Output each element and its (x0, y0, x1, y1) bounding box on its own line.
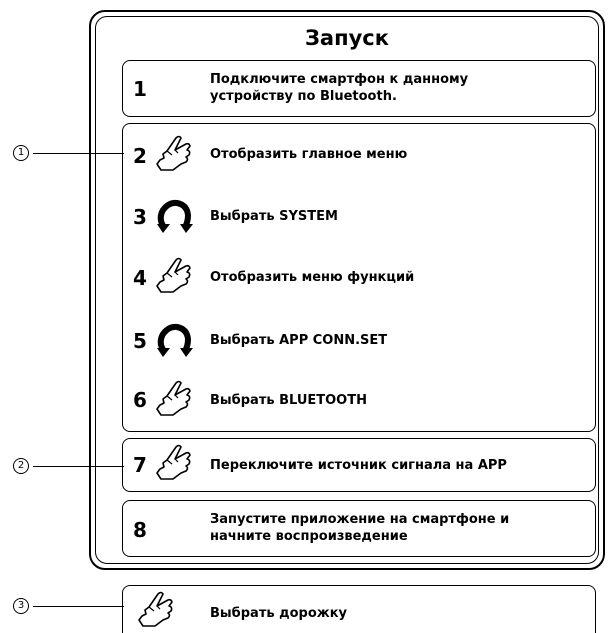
callout-line (33, 465, 124, 467)
step-text: Выбрать APP CONN.SET (210, 333, 388, 348)
step-text-line2: начните воспроизведение (210, 529, 408, 544)
step-number: 7 (133, 453, 147, 477)
steps-2-6-box: 2 Отобразить главное меню 3 Выбрать SYST… (122, 123, 596, 432)
step-1-box: 1 Подключите смартфон к данному устройст… (122, 60, 596, 117)
step-text: Отобразить меню функций (210, 270, 415, 285)
step-text-line1: Подключите смартфон к данному (210, 72, 469, 87)
touch-icon (155, 134, 195, 174)
step-text: Отобразить главное меню (210, 147, 408, 162)
track-text: Выбрать дорожку (210, 606, 348, 621)
step-text: Выбрать SYSTEM (210, 209, 338, 224)
step-number: 3 (133, 205, 147, 229)
touch-icon (155, 379, 195, 419)
rotate-icon (155, 197, 195, 237)
callout-number: 3 (13, 598, 29, 614)
step-text: Переключите источник сигнала на APP (210, 458, 507, 473)
inner-frame (95, 16, 599, 564)
step-number: 6 (133, 388, 147, 412)
step-8-box: 8 Запустите приложение на смартфоне и на… (122, 500, 596, 557)
track-box: Выбрать дорожку (122, 585, 596, 633)
step-text-line1: Запустите приложение на смартфоне и (210, 512, 510, 527)
step-number: 5 (133, 329, 147, 353)
callout-3: 3 (13, 598, 124, 614)
step-text-line2: устройству по Bluetooth. (210, 89, 397, 104)
callout-2: 2 (13, 458, 124, 474)
callout-line (33, 605, 124, 607)
step-number: 8 (133, 518, 147, 542)
rotate-icon (155, 321, 195, 361)
outer-frame (89, 10, 605, 570)
step-7-box: 7 Переключите источник сигнала на APP (122, 438, 596, 492)
callout-line (33, 152, 124, 154)
step-text: Выбрать BLUETOOTH (210, 393, 367, 408)
page-title: Запуск (305, 26, 389, 50)
callout-number: 2 (13, 458, 29, 474)
touch-icon (155, 256, 195, 296)
step-number: 4 (133, 266, 147, 290)
callout-1: 1 (13, 145, 124, 161)
step-number: 1 (133, 77, 147, 101)
callout-number: 1 (13, 145, 29, 161)
touch-icon (137, 590, 177, 630)
touch-icon (155, 443, 195, 483)
step-number: 2 (133, 144, 147, 168)
